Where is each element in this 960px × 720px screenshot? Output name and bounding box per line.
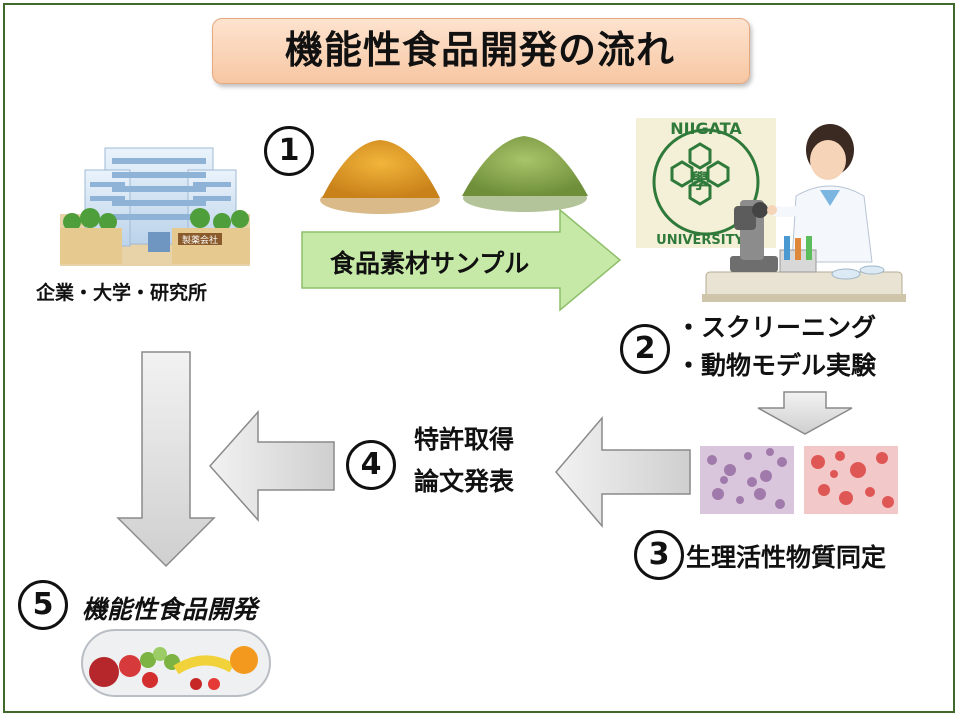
seal-center-text: 學 [690,169,710,193]
page-title: 機能性食品開発の流れ [284,28,675,72]
office-building-icon: 製薬会社 [60,147,250,266]
step2-line1: ・スクリーニング [676,313,877,342]
step4-number: 4 [346,440,396,490]
main-down-arrow [116,351,216,568]
step4-line2: 論文発表 [414,467,515,496]
researcher-microscope-icon [702,124,906,302]
university-seal-icon: NIIGATA 學 UNIVERSITY [636,118,776,248]
step1-number: 1 [264,126,314,176]
green-powder-icon [462,136,588,212]
step3-number: 3 [634,530,684,580]
step5-number: 5 [18,580,68,630]
step4-left-arrow [208,410,335,522]
sample-arrow [301,208,622,312]
tissue-stain-purple-icon [700,446,794,514]
seal-top-text: NIIGATA [670,119,742,138]
step2-number: 2 [620,324,670,374]
building-sign: 製薬会社 [182,234,218,246]
step4-line1: 特許取得 [414,425,515,454]
seal-bottom-text: UNIVERSITY [656,233,744,248]
title-box [212,18,750,84]
step1-label: 食品素材サンプル [330,249,530,278]
fruit-capsule-icon [81,629,271,697]
tissue-stain-red-icon [804,446,898,514]
company-label: 企業・大学・研究所 [36,282,208,304]
step3-left-arrow [555,415,691,529]
step2-line2: ・動物モデル実験 [676,351,877,380]
step3-label: 生理活性物質同定 [686,543,887,572]
step5-label: 機能性食品開発 [82,595,258,624]
turmeric-powder-icon [320,140,440,214]
step2-down-arrow [757,391,853,435]
